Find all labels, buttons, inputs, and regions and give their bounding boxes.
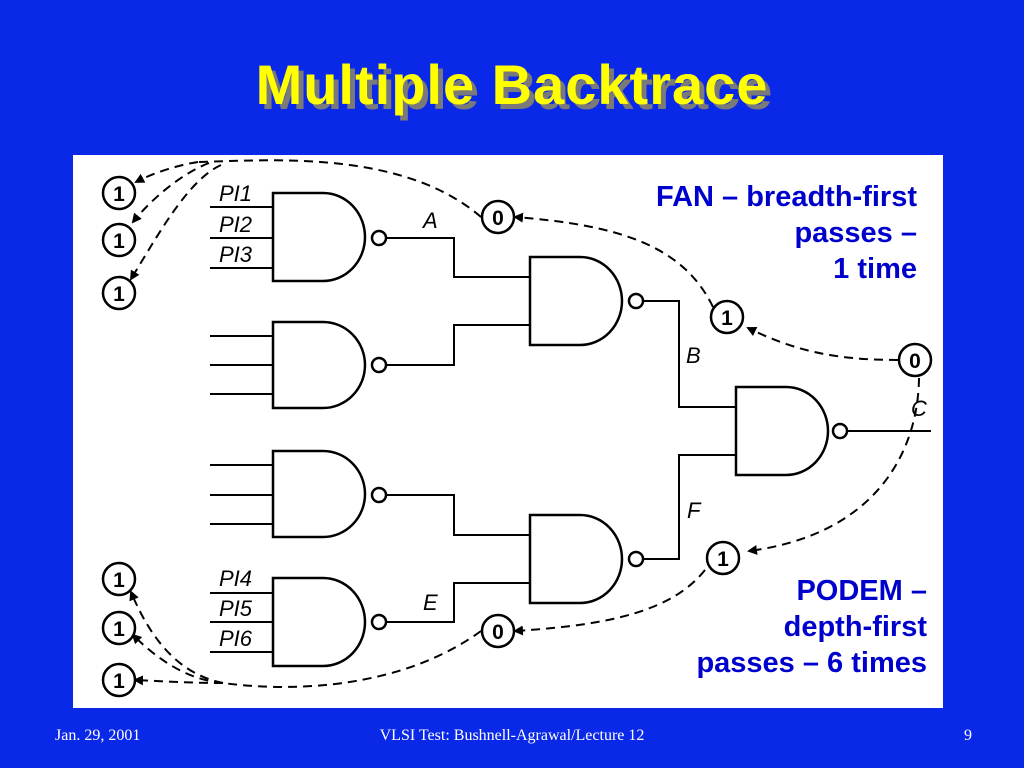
inverter-bubble-e — [370, 613, 388, 631]
value-circle-pi-top-1 — [101, 175, 137, 211]
label-pi5: PI5 — [219, 596, 253, 621]
nand-gate-2 — [271, 320, 367, 410]
value-circle-b — [709, 299, 745, 335]
fan-note-line-1: FAN – breadth-first — [655, 181, 917, 213]
label-e: E — [423, 590, 438, 615]
inverter-bubble-b — [627, 292, 645, 310]
nand-gate-c — [734, 385, 830, 477]
inverter-bubble-a — [370, 229, 388, 247]
nand-gate-f — [528, 513, 624, 605]
label-a: A — [421, 208, 438, 233]
value-texts: 1 1 1 0 1 0 1 0 1 1 1 — [113, 183, 921, 693]
podem-note-line-3: passes – 6 times — [696, 647, 927, 679]
inverter-bubble-3 — [370, 486, 388, 504]
fan-note-line-2: passes – — [794, 217, 917, 249]
value-f: 1 — [717, 548, 729, 571]
footer-page-number: 9 — [964, 727, 972, 744]
value-b: 1 — [721, 307, 733, 330]
value-circle-a — [480, 199, 516, 235]
wires — [210, 206, 931, 653]
value-circle-pi-bottom-2 — [101, 610, 137, 646]
nand-gate-3 — [271, 449, 367, 539]
value-pi-bottom-2: 1 — [113, 618, 125, 641]
value-pi-bottom-3: 1 — [113, 670, 125, 693]
value-circle-pi-bottom-1 — [101, 561, 137, 597]
label-b: B — [686, 343, 701, 368]
value-circle-e — [480, 613, 516, 649]
signal-labels: PI1 PI2 PI3 PI4 PI5 PI6 A B C F E — [219, 181, 927, 651]
label-c: C — [911, 396, 927, 421]
label-pi4: PI4 — [219, 566, 252, 591]
value-c: 0 — [909, 350, 921, 373]
value-circle-pi-bottom-3 — [101, 662, 137, 698]
podem-note-line-2: depth-first — [783, 611, 927, 643]
value-a: 0 — [492, 207, 504, 230]
nand-gate-a — [271, 191, 367, 283]
slide-title: Multiple Backtrace — [255, 53, 769, 116]
label-pi6: PI6 — [219, 626, 253, 651]
value-pi-bottom-1: 1 — [113, 569, 125, 592]
label-pi1: PI1 — [219, 181, 252, 206]
nand-gate-e — [271, 576, 367, 668]
value-pi-top-3: 1 — [113, 283, 125, 306]
value-pi-top-2: 1 — [113, 230, 125, 253]
circuit-svg: 1 1 1 0 1 0 1 0 1 1 1 PI1 PI2 PI3 PI4 PI… — [101, 159, 933, 698]
value-circle-c — [897, 342, 933, 378]
inverter-bubble-f — [627, 550, 645, 568]
value-pi-top-1: 1 — [113, 183, 125, 206]
inverter-bubble-c — [831, 422, 849, 440]
backtrace-paths — [129, 159, 920, 688]
footer-date: Jan. 29, 2001 — [55, 727, 141, 744]
label-f: F — [687, 498, 702, 523]
nand-gate-b — [528, 255, 624, 347]
podem-note-line-1: PODEM – — [796, 575, 927, 607]
inverter-bubble-2 — [370, 356, 388, 374]
value-circles — [101, 175, 933, 698]
value-circle-f — [705, 540, 741, 576]
label-pi2: PI2 — [219, 212, 252, 237]
value-circle-pi-top-2 — [101, 222, 137, 258]
fan-note-line-3: 1 time — [833, 253, 917, 285]
value-circle-pi-top-3 — [101, 275, 137, 311]
footer-course: VLSI Test: Bushnell-Agrawal/Lecture 12 — [379, 727, 645, 744]
label-pi3: PI3 — [219, 242, 253, 267]
value-e: 0 — [492, 621, 504, 644]
podem-note: PODEM – depth-first passes – 6 times — [696, 573, 927, 681]
gates — [271, 191, 849, 668]
backtrace-diagram: 1 1 1 0 1 0 1 0 1 1 1 PI1 PI2 PI3 PI4 PI… — [73, 155, 943, 708]
fan-note: FAN – breadth-first passes – 1 time — [656, 179, 917, 287]
